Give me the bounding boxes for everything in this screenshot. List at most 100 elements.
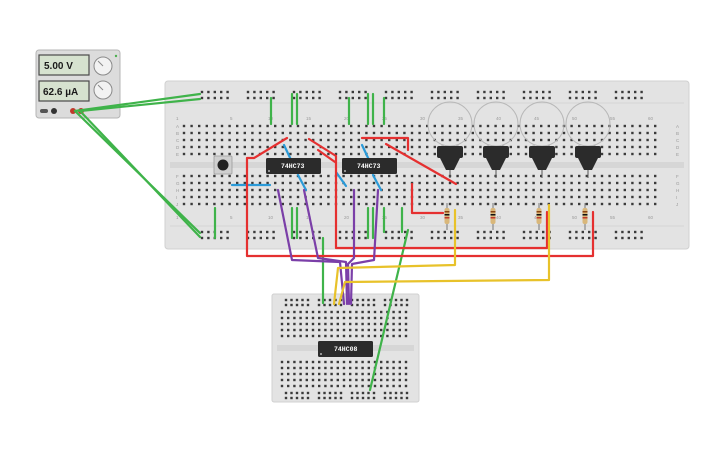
breadboard-hole[interactable] [654, 124, 657, 128]
breadboard-hole[interactable] [570, 195, 573, 199]
small-rail-hole[interactable] [394, 303, 398, 307]
breadboard-hole[interactable] [517, 202, 520, 206]
small-breadboard-hole[interactable] [336, 384, 339, 388]
small-rail-hole[interactable] [350, 391, 354, 395]
breadboard-hole[interactable] [426, 145, 429, 149]
breadboard-hole[interactable] [532, 174, 535, 178]
breadboard-hole[interactable] [555, 131, 558, 135]
small-breadboard-hole[interactable] [367, 316, 370, 320]
breadboard-hole[interactable] [220, 138, 224, 142]
small-breadboard-hole[interactable] [305, 328, 308, 332]
small-rail-hole[interactable] [367, 298, 370, 302]
small-breadboard-hole[interactable] [367, 366, 370, 370]
rail-hole[interactable] [266, 96, 269, 100]
small-breadboard-hole[interactable] [349, 360, 352, 364]
rail-hole[interactable] [338, 230, 342, 234]
wire-red-3[interactable] [307, 137, 549, 250]
breadboard-hole[interactable] [456, 174, 459, 178]
breadboard-hole[interactable] [190, 195, 193, 199]
breadboard-hole[interactable] [357, 174, 360, 178]
rail-hole[interactable] [489, 96, 492, 100]
breadboard-hole[interactable] [388, 202, 391, 206]
breadboard-hole[interactable] [585, 174, 588, 178]
breadboard-hole[interactable] [228, 181, 231, 185]
rail-hole[interactable] [253, 90, 256, 94]
rail-hole[interactable] [542, 96, 545, 100]
breadboard-hole[interactable] [403, 124, 406, 128]
small-breadboard-hole[interactable] [404, 372, 408, 376]
small-rail-hole[interactable] [400, 298, 403, 302]
rail-hole[interactable] [575, 236, 578, 240]
breadboard-hole[interactable] [631, 174, 634, 178]
rail-hole[interactable] [476, 236, 480, 240]
small-breadboard-hole[interactable] [287, 384, 290, 388]
small-breadboard-hole[interactable] [380, 322, 383, 326]
small-breadboard-hole[interactable] [355, 316, 358, 320]
small-breadboard-hole[interactable] [349, 372, 352, 376]
rail-hole[interactable] [621, 96, 624, 100]
small-rail-hole[interactable] [334, 391, 337, 395]
breadboard-hole[interactable] [517, 181, 520, 185]
breadboard-hole[interactable] [350, 152, 353, 156]
rail-hole[interactable] [614, 236, 618, 240]
chip-74hc08[interactable]: 74HC08 [318, 341, 373, 357]
breadboard-hole[interactable] [243, 188, 246, 192]
breadboard-hole[interactable] [395, 188, 398, 192]
breadboard-hole[interactable] [190, 152, 193, 156]
breadboard-hole[interactable] [327, 181, 330, 185]
breadboard-hole[interactable] [228, 195, 231, 199]
breadboard-hole[interactable] [486, 138, 490, 142]
breadboard-hole[interactable] [251, 152, 254, 156]
breadboard-hole[interactable] [296, 181, 300, 185]
breadboard-hole[interactable] [243, 174, 246, 178]
breadboard-hole[interactable] [251, 145, 254, 149]
small-breadboard-hole[interactable] [404, 378, 408, 382]
breadboard-hole[interactable] [319, 188, 322, 192]
rail-hole[interactable] [496, 230, 499, 234]
small-breadboard-hole[interactable] [324, 372, 327, 376]
rail-hole[interactable] [292, 90, 296, 94]
breadboard-hole[interactable] [312, 174, 315, 178]
breadboard-hole[interactable] [623, 174, 626, 178]
breadboard-hole[interactable] [236, 145, 239, 149]
rail-hole[interactable] [430, 236, 434, 240]
small-rail-hole[interactable] [290, 396, 293, 400]
small-breadboard-hole[interactable] [287, 328, 290, 332]
breadboard-hole[interactable] [236, 152, 239, 156]
small-breadboard-hole[interactable] [318, 334, 321, 338]
rail-hole[interactable] [345, 236, 348, 240]
breadboard-hole[interactable] [312, 145, 315, 149]
breadboard-hole[interactable] [509, 131, 512, 135]
breadboard-hole[interactable] [486, 195, 490, 199]
breadboard-hole[interactable] [357, 152, 360, 156]
small-breadboard-hole[interactable] [355, 378, 358, 382]
breadboard-hole[interactable] [502, 174, 505, 178]
rail-hole[interactable] [450, 90, 453, 94]
rail-hole[interactable] [226, 230, 229, 234]
breadboard-hole[interactable] [479, 174, 482, 178]
small-breadboard-hole[interactable] [355, 310, 358, 314]
rail-hole[interactable] [345, 90, 348, 94]
small-rail-hole[interactable] [372, 396, 376, 400]
breadboard-hole[interactable] [289, 195, 292, 199]
small-rail-hole[interactable] [383, 396, 387, 400]
small-rail-hole[interactable] [394, 298, 398, 302]
rail-hole[interactable] [404, 96, 407, 100]
rail-hole[interactable] [200, 236, 204, 240]
negative-terminal[interactable] [70, 108, 76, 114]
small-breadboard-hole[interactable] [287, 310, 290, 314]
small-rail-hole[interactable] [328, 396, 332, 400]
breadboard-hole[interactable] [638, 202, 642, 206]
breadboard-hole[interactable] [608, 131, 611, 135]
rail-hole[interactable] [364, 90, 367, 94]
rail-hole[interactable] [621, 236, 624, 240]
breadboard-hole[interactable] [654, 202, 657, 206]
breadboard-hole[interactable] [251, 138, 254, 142]
rail-hole[interactable] [581, 236, 584, 240]
small-breadboard-hole[interactable] [280, 334, 284, 338]
rail-hole[interactable] [450, 96, 453, 100]
breadboard-hole[interactable] [274, 124, 277, 128]
rail-hole[interactable] [568, 96, 572, 100]
breadboard-hole[interactable] [342, 138, 345, 142]
breadboard-hole[interactable] [312, 131, 315, 135]
